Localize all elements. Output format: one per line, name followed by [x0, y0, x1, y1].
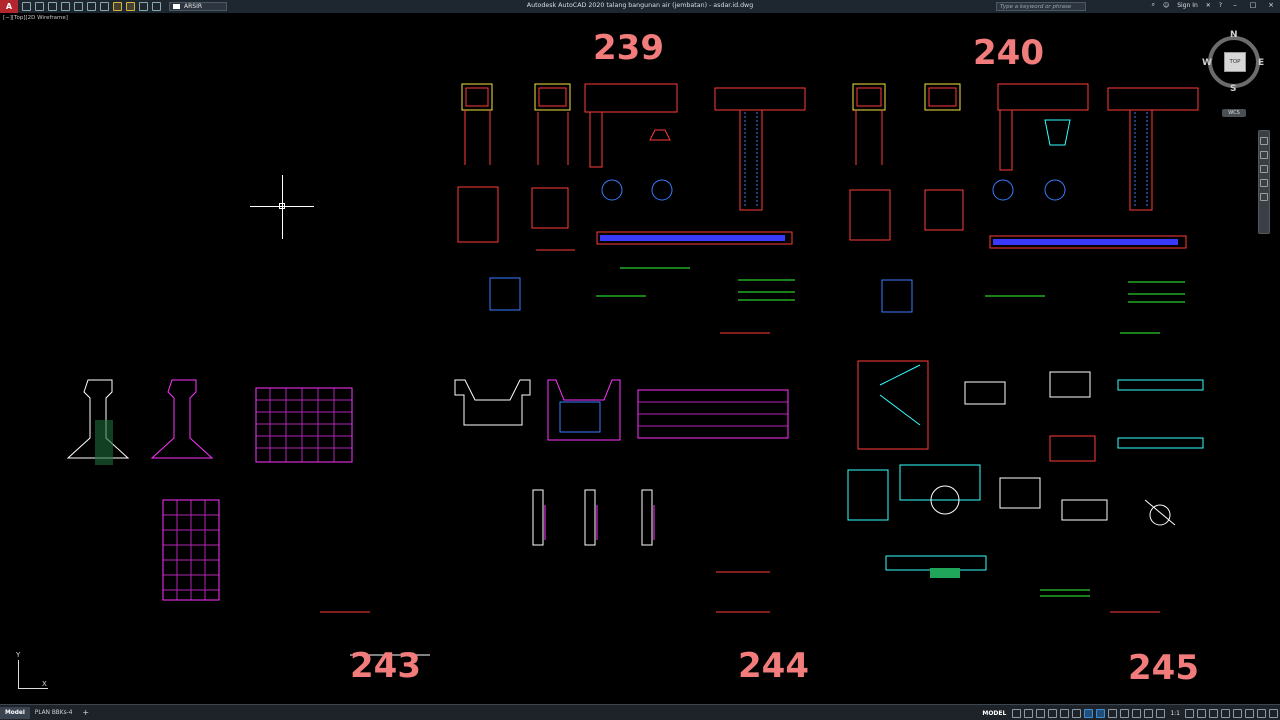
tab-plan-bbks-4[interactable]: PLAN BBKs-4: [34, 709, 73, 716]
object-snap-icon[interactable]: [1096, 708, 1106, 718]
sheet-number-245: 245: [1128, 648, 1199, 688]
exchange-icon[interactable]: ✕: [1205, 1, 1211, 9]
compass-south-label[interactable]: S: [1230, 84, 1237, 94]
add-layout-button[interactable]: +: [82, 708, 90, 717]
steering-wheel-icon[interactable]: [1260, 137, 1268, 145]
lock-icon[interactable]: [139, 2, 148, 11]
navigation-bar[interactable]: [1258, 130, 1270, 234]
sheet-number-239: 239: [593, 28, 664, 68]
annotation-visibility-icon[interactable]: [1144, 708, 1154, 718]
sign-in-link[interactable]: Sign In: [1177, 1, 1198, 9]
undo-icon[interactable]: [87, 2, 96, 11]
help-icon[interactable]: ?: [1218, 1, 1222, 9]
ucs-y-axis: [18, 660, 19, 688]
dynamic-input-icon[interactable]: [1036, 708, 1046, 718]
snap-icon[interactable]: [1024, 708, 1034, 718]
hardware-acceleration-icon[interactable]: [1245, 708, 1254, 718]
annotation-scale[interactable]: 1:1: [1170, 709, 1180, 717]
open-icon[interactable]: [35, 2, 44, 11]
binoculars-icon[interactable]: ⌕: [1151, 1, 1155, 8]
ucs-x-axis: [18, 688, 48, 689]
tab-model[interactable]: Model: [0, 706, 30, 719]
sheet-245-detail-group: [847, 360, 1204, 613]
search-input[interactable]: Type a keyword or phrase: [996, 2, 1086, 11]
maximize-button[interactable]: □: [1249, 1, 1257, 9]
save-as-icon[interactable]: [61, 2, 70, 11]
viewcube-top-face[interactable]: TOP: [1224, 52, 1246, 72]
sheet-number-244: 244: [738, 646, 809, 686]
save-icon[interactable]: [48, 2, 57, 11]
units-icon[interactable]: [1209, 708, 1218, 718]
title-bar: A ARSIR Autodesk AutoCAD 2020 talang ban…: [0, 0, 1280, 13]
viewcube[interactable]: TOP N S E W: [1202, 30, 1266, 94]
lineweight-icon[interactable]: [1108, 708, 1118, 718]
clean-screen-icon[interactable]: [1257, 708, 1266, 718]
object-snap-tracking-icon[interactable]: [1084, 708, 1094, 718]
application-menu-button[interactable]: A: [0, 0, 18, 13]
transparency-icon[interactable]: [1120, 708, 1130, 718]
zoom-icon[interactable]: [1260, 165, 1268, 173]
layout-tab-bar: Model PLAN BBKs-4 + MODEL 1:1: [0, 704, 1280, 720]
minimize-button[interactable]: –: [1233, 1, 1237, 9]
polar-icon[interactable]: [1060, 708, 1070, 718]
sheet-239-detail-group: [457, 83, 806, 334]
compass-west-label[interactable]: W: [1202, 58, 1212, 68]
sheet-240-detail-group: [849, 83, 1199, 334]
pan-icon[interactable]: [1260, 151, 1268, 159]
isolate-objects-icon[interactable]: [1233, 708, 1242, 718]
ucs-x-label: X: [42, 680, 47, 688]
square-color-icon[interactable]: [152, 2, 161, 11]
compass-north-label[interactable]: N: [1230, 30, 1238, 40]
sheet-number-240: 240: [973, 33, 1044, 73]
sheet-number-243: 243: [350, 646, 421, 686]
ucs-y-label: Y: [16, 651, 21, 659]
plot-icon[interactable]: [74, 2, 83, 11]
close-button[interactable]: ×: [1268, 1, 1274, 9]
drawing-canvas[interactable]: [0, 13, 1280, 704]
selection-cycling-icon[interactable]: [1132, 708, 1142, 718]
crosshair-vertical: [282, 175, 283, 239]
grid-icon[interactable]: [1012, 708, 1022, 718]
sun-icon[interactable]: [126, 2, 135, 11]
orbit-icon[interactable]: [1260, 179, 1268, 187]
user-icon[interactable]: ☺: [1162, 1, 1170, 9]
quick-properties-icon[interactable]: [1221, 708, 1230, 718]
isodraft-icon[interactable]: [1072, 708, 1082, 718]
wcs-menu[interactable]: WCS: [1222, 109, 1246, 117]
workspace-gear-icon[interactable]: [1185, 708, 1194, 718]
crosshair-pickbox: [279, 203, 285, 209]
auto-scale-icon[interactable]: [1156, 708, 1166, 718]
status-bar: MODEL 1:1: [979, 707, 1278, 719]
compass-east-label[interactable]: E: [1258, 58, 1265, 68]
sheet-244-detail-group: [454, 379, 789, 613]
viewport-controls-label[interactable]: [−][Top][2D Wireframe]: [3, 15, 68, 21]
sheet-243-detail-group: [66, 379, 430, 656]
viewcube-compass-ring[interactable]: [1208, 36, 1260, 88]
ortho-icon[interactable]: [1048, 708, 1058, 718]
customization-menu-icon[interactable]: [1269, 708, 1278, 718]
new-icon[interactable]: [22, 2, 31, 11]
model-space-toggle[interactable]: MODEL: [982, 709, 1007, 717]
redo-icon[interactable]: [100, 2, 109, 11]
layer-dropdown[interactable]: ARSIR: [169, 2, 227, 11]
annotation-monitor-icon[interactable]: [1197, 708, 1206, 718]
lightbulb-icon[interactable]: [113, 2, 122, 11]
showmotion-icon[interactable]: [1260, 193, 1268, 201]
